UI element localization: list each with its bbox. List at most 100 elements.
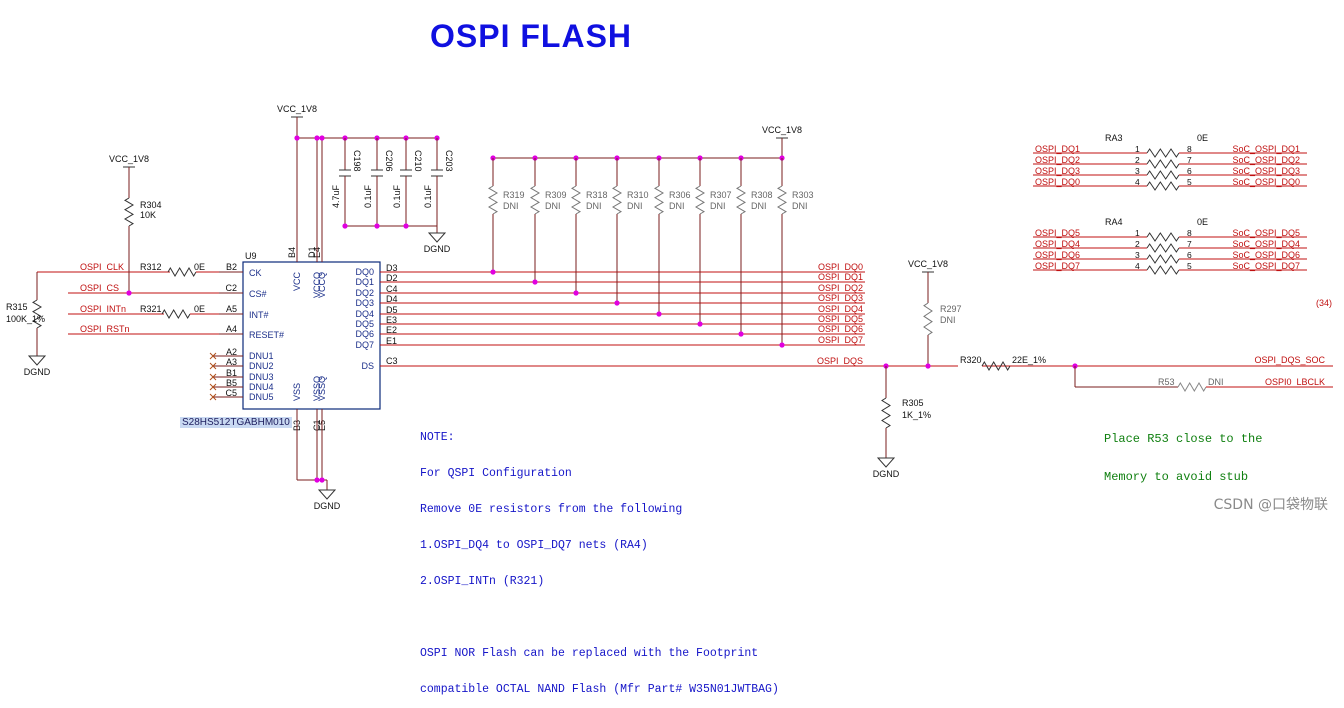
junction-dot [314,477,320,483]
note-line: Place R53 close to the [1104,432,1263,446]
chip-pin-name: DNU4 [249,382,274,392]
resistor-r308 [736,185,746,215]
net-label: OSPI_DQ2 [818,283,863,293]
junction-dot [614,300,620,306]
note-line: NOTE: [420,431,455,444]
net-label: OSPI_DQ1 [818,272,863,282]
resistor-array-element [1146,265,1180,275]
note-line: Memory to avoid stub [1104,469,1249,484]
resistor-array-element [1146,148,1180,158]
resistor-r315 [32,299,42,329]
chip-body [242,261,381,410]
net-label: OSPI_INTn [80,304,126,314]
resistor-value: 0E [194,262,205,272]
chip-pin-name: DQ5 [355,319,374,329]
no-connect-icon [209,373,217,381]
resistor-value: DNI [627,201,643,211]
chip-pin-number: B2 [226,262,237,272]
resistor-ref: R319 [503,190,525,200]
junction-dot [490,269,496,275]
resistor-value: 22E_1% [1012,355,1046,365]
resistor-ref: R304 [140,200,162,210]
resistor-ref: R321 [140,304,162,314]
resistor-ref: R303 [792,190,814,200]
resistor-array-element [1146,243,1180,253]
junction-dot [342,223,348,229]
power-label: VCC_1V8 [109,154,149,164]
power-label: VCC_1V8 [277,104,317,114]
array-ref: RA4 [1105,217,1123,227]
net-label: OSPI_DQS [817,356,863,366]
chip-pin-name: DQ4 [355,309,374,319]
junction-dot [532,279,538,285]
resistor-ref: R305 [902,398,924,408]
resistor-ref: R308 [751,190,773,200]
no-connect-icon [209,393,217,401]
chip-pin-name: DNU1 [249,351,274,361]
chip-pin-name: VSSQ [317,376,327,401]
resistor-value: DNI [1208,377,1224,387]
net-label: OSPI0_LBCLK [1265,377,1325,387]
junction-dot [779,342,785,348]
chip-pin-number: D2 [386,273,398,283]
chip-pin-name: VCCQ [317,272,327,298]
chip-pin-name: DQ7 [355,340,374,350]
resistor-array-element [1146,181,1180,191]
cap-ref: C198 [352,150,362,172]
chip-pin-number: A5 [226,304,237,314]
junction-dot [319,135,325,141]
chip-pin-name: DQ2 [355,288,374,298]
resistor-r306 [654,185,664,215]
net-label: SoC_OSPI_DQ0 [1232,177,1300,187]
net-label: OSPI_DQ3 [818,293,863,303]
net-label: SoC_OSPI_DQ1 [1232,144,1300,154]
array-pin-number: 6 [1187,166,1192,176]
resistor-r309 [530,185,540,215]
chip-pin-name: CK [249,268,262,278]
chip-pin-name: VCC [292,272,302,292]
note-line: Remove 0E resistors from the following [420,503,683,516]
net-label: OSPI_DQ2 [1035,155,1080,165]
net-label: OSPI_RSTn [80,324,130,334]
net-label: OSPI_DQ3 [1035,166,1080,176]
junction-dot [126,290,132,296]
array-pin-number: 2 [1135,239,1140,249]
chip-pin-name: DS [361,361,374,371]
array-pin-number: 2 [1135,155,1140,165]
ground-icon [876,457,896,468]
ground-icon [27,355,47,366]
resistor-ref: R307 [710,190,732,200]
net-label: OSPI_CS [80,283,119,293]
chip-pin-number: B5 [226,378,237,388]
array-pin-number: 5 [1187,261,1192,271]
junction-dot [294,135,300,141]
cap-value: 4.7uF [331,184,341,208]
cap-value: 0.1uF [392,184,402,208]
note-line: 2.OSPI_INTn (R321) [420,575,545,588]
chip-pin-name: RESET# [249,330,284,340]
array-pin-number: 7 [1187,155,1192,165]
net-label: OSPI_CLK [80,262,124,272]
net-label: OSPI_DQ0 [818,262,863,272]
chip-pin-number: A3 [226,357,237,367]
chip-pin-number: E2 [386,325,397,335]
chip-pin-name: DQ6 [355,329,374,339]
array-pin-number: 8 [1187,144,1192,154]
resistor-ref: R312 [140,262,162,272]
ground-label: DGND [314,501,341,511]
resistor-value: DNI [545,201,561,211]
chip-pin-number: C2 [225,283,237,293]
resistor-r318 [571,185,581,215]
chip-pin-number: D1 [307,246,317,258]
junction-dot [573,290,579,296]
r53-placement-note: Place R53 close to the Memory to avoid s… [1104,408,1262,496]
net-label: OSPI_DQ4 [1035,239,1080,249]
chip-pin-number: D3 [386,263,398,273]
page-title: OSPI FLASH [430,18,633,54]
junction-dot [403,223,409,229]
chip-pin-number: A2 [226,347,237,357]
configuration-note: NOTE: For QSPI Configuration Remove 0E r… [420,408,779,708]
schematic-canvas: U9CKB2CS#C2INT#A5RESET#A4DNU1A2DNU2A3DNU… [6,104,1333,511]
note-line: OSPI NOR Flash can be replaced with the … [420,647,759,660]
junction-dot [656,311,662,317]
